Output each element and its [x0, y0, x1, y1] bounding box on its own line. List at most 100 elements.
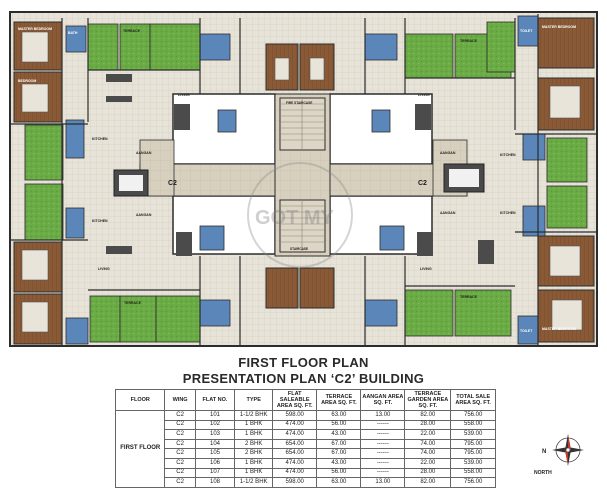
fire-staircase	[279, 97, 326, 151]
table-cell: ------	[360, 457, 406, 469]
table-cell: C2	[164, 419, 196, 431]
table-row: C2 103 1 BHK 474.00 43.00 ------ 22.00 5…	[116, 429, 496, 440]
terraces	[24, 21, 588, 343]
table-cell: 63.00	[316, 410, 362, 421]
table-cell: ------	[360, 419, 406, 431]
table-cell: 67.00	[316, 438, 362, 450]
table-cell: 56.00	[316, 467, 362, 479]
table-cell: 106	[194, 457, 236, 469]
table-cell: 474.00	[272, 429, 318, 440]
table-cell: 795.00	[450, 448, 496, 459]
room-label: BEDROOM	[18, 79, 36, 83]
table-cell: 795.00	[450, 438, 496, 450]
area-table: FLOOR WING FLAT NO. TYPE FLAT SALEABLE A…	[114, 389, 496, 488]
compass-label: NORTH	[534, 470, 552, 476]
watermark-text: GOT MY	[255, 207, 335, 229]
lift-right	[443, 163, 485, 193]
table-cell: 2 BHK	[234, 448, 274, 459]
table-cell: C2	[164, 438, 196, 450]
floor-cell: FIRST FLOOR	[114, 410, 166, 488]
table-cell: 1 BHK	[234, 467, 274, 479]
table-cell: 67.00	[316, 448, 362, 459]
table-cell: C2	[164, 477, 196, 488]
table-cell: 104	[194, 438, 236, 450]
room-label: LIVING	[98, 267, 110, 271]
column-header: TERRACE GARDEN AREA SQ. FT.	[404, 389, 452, 411]
table-cell: 1 BHK	[234, 457, 274, 469]
table-cell: C2	[164, 457, 196, 469]
compass-n: N	[542, 449, 546, 455]
lift-left	[113, 169, 149, 197]
table-cell: C2	[164, 448, 196, 459]
table-cell: ------	[360, 467, 406, 479]
room-label: KITCHEN	[92, 137, 108, 141]
column-header: TERRACE AREA SQ. FT.	[316, 389, 362, 411]
table-row: C2 102 1 BHK 474.00 56.00 ------ 28.00 5…	[116, 419, 496, 431]
table-cell: 13.00	[360, 477, 406, 488]
plan-subtitle: PRESENTATION PLAN ‘C2’ BUILDING	[182, 371, 425, 386]
furniture	[106, 74, 494, 264]
table-cell: ------	[360, 429, 406, 440]
column-header: WING	[164, 389, 196, 411]
table-cell: 56.00	[316, 419, 362, 431]
table-cell: 539.00	[450, 457, 496, 469]
room-label: MASTER BEDROOM	[18, 27, 52, 31]
room-label: MASTER BEDROOM	[542, 327, 576, 331]
room-label: AANGAN	[440, 151, 456, 155]
column-header: FLOOR	[114, 389, 166, 411]
table-row: FIRST FLOOR C2 101 1-1/2 BHK 598.00 63.0…	[114, 410, 496, 488]
room-label: LIVING	[418, 93, 430, 97]
table-cell: 102	[194, 419, 236, 431]
table-row: C2 108 1-1/2 BHK 598.00 63.00 13.00 82.0…	[116, 477, 496, 488]
table-cell: 756.00	[450, 477, 496, 488]
table-cell: C2	[164, 410, 196, 421]
table-cell: 1-1/2 BHK	[234, 477, 274, 488]
room-label: AANGAN	[136, 213, 152, 217]
table-cell: 22.00	[404, 457, 452, 469]
table-cell: 105	[194, 448, 236, 459]
table-cell: 13.00	[360, 410, 406, 421]
table-cell: 756.00	[450, 410, 496, 421]
table-cell: ------	[360, 448, 406, 459]
room-label: TOILET	[520, 329, 533, 333]
room-label: TERRACE	[460, 39, 478, 43]
table-header-row: FLOOR WING FLAT NO. TYPE FLAT SALEABLE A…	[114, 389, 496, 411]
table-cell: 43.00	[316, 429, 362, 440]
column-header: FLAT SALEABLE AREA SQ. FT.	[272, 389, 318, 411]
table-cell: 1-1/2 BHK	[234, 410, 274, 421]
staircase-label: FIRE STAIRCASE	[286, 101, 312, 105]
table-cell: 654.00	[272, 448, 318, 459]
walls	[10, 14, 597, 345]
table-cell: 539.00	[450, 429, 496, 440]
table-cell: 28.00	[404, 467, 452, 479]
table-row: C2 105 2 BHK 654.00 67.00 ------ 74.00 7…	[116, 448, 496, 459]
table-cell: 558.00	[450, 467, 496, 479]
table-cell: 82.00	[404, 477, 452, 488]
room-label: KITCHEN	[500, 211, 516, 215]
room-label: LIVING	[420, 267, 432, 271]
table-cell: 598.00	[272, 410, 318, 421]
room-label: AANGAN	[440, 211, 456, 215]
table-cell: 474.00	[272, 457, 318, 469]
room-label: AANGAN	[136, 151, 152, 155]
room-label: LIVING	[178, 93, 190, 97]
room-label: TERRACE	[460, 295, 478, 299]
watermark: GOT MY	[247, 162, 353, 268]
table-cell: 43.00	[316, 457, 362, 469]
table-cell: 598.00	[272, 477, 318, 488]
table-cell: 558.00	[450, 419, 496, 431]
table-cell: 103	[194, 429, 236, 440]
plan-title: FIRST FLOOR PLAN	[238, 355, 369, 370]
column-header: TOTAL SALE AREA SQ. FT.	[450, 389, 496, 411]
column-header: TYPE	[234, 389, 274, 411]
column-header: AANGAN AREA SQ. FT.	[360, 389, 406, 411]
table-cell: C2	[164, 429, 196, 440]
table-cell: 108	[194, 477, 236, 488]
table-cell: 101	[194, 410, 236, 421]
table-cell: 654.00	[272, 438, 318, 450]
table-cell: 82.00	[404, 410, 452, 421]
room-label: MASTER BEDROOM	[542, 25, 576, 29]
beds	[21, 31, 583, 333]
compass-icon: N NORTH	[534, 434, 584, 476]
room-label: BATH	[68, 31, 78, 35]
